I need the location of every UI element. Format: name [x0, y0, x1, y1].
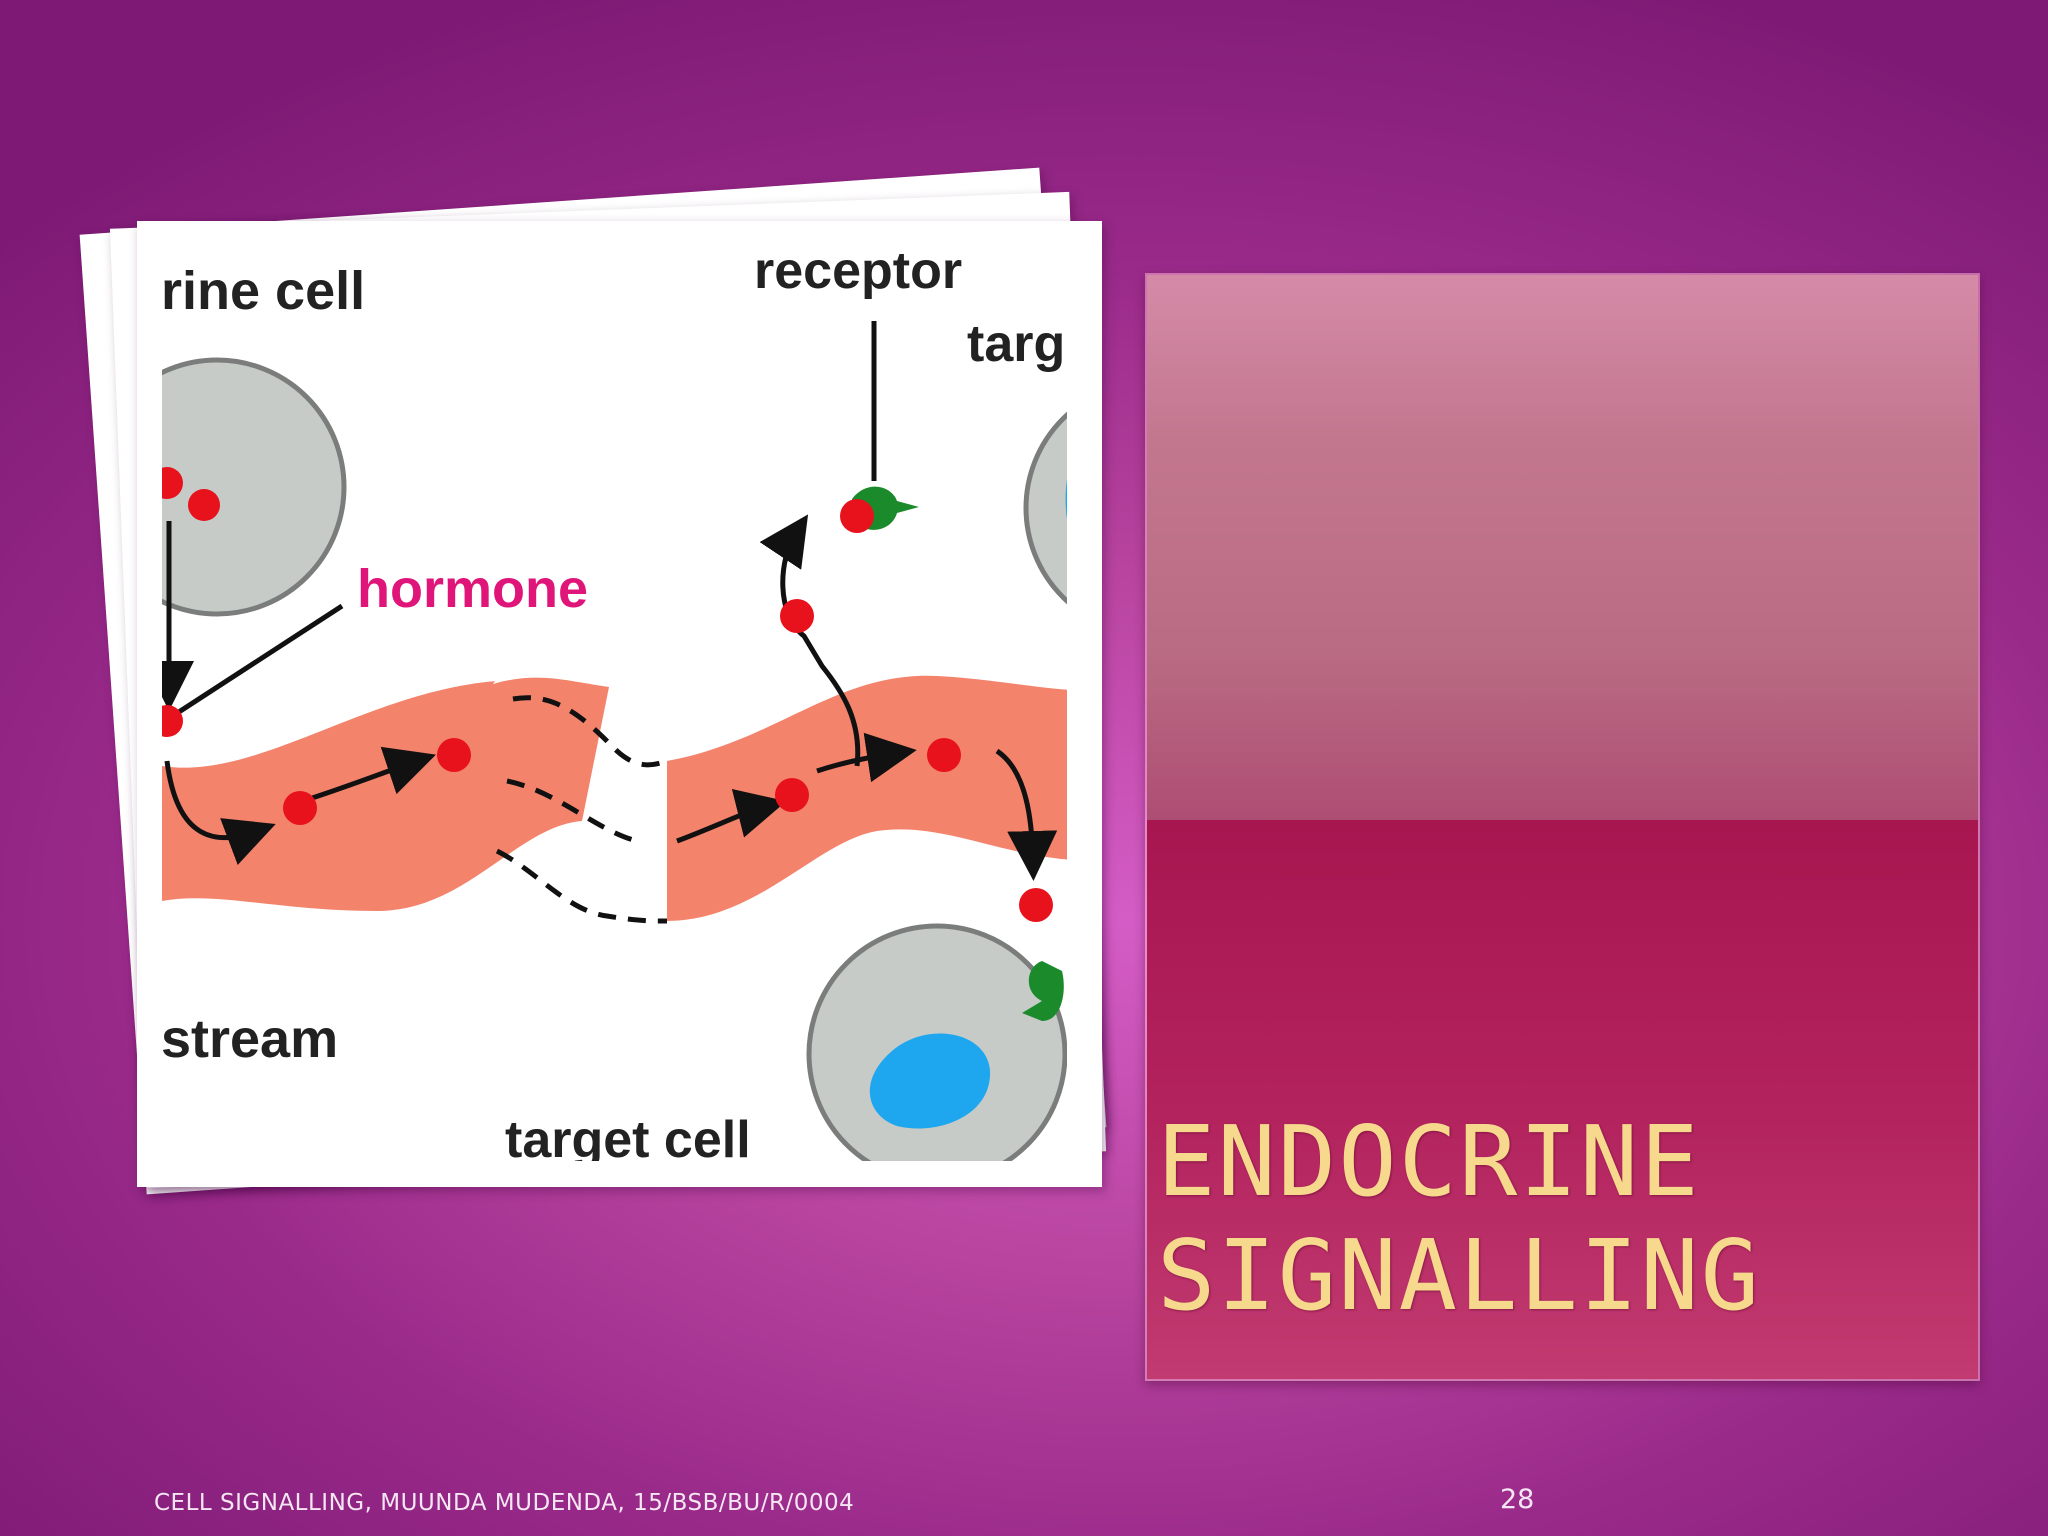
hormone-dot — [437, 738, 471, 772]
title-panel-top — [1147, 275, 1978, 820]
hormone-dot — [780, 599, 814, 633]
vessel-gap-upper — [512, 695, 668, 768]
endocrine-cell — [162, 357, 347, 617]
slide-title-line-1: ENDOCRINE — [1157, 1105, 1701, 1218]
footer-credit: CELL SIGNALLING, MUUNDA MUDENDA, 15/BSB/… — [154, 1490, 855, 1516]
flow-arrow-4 — [816, 732, 917, 783]
slide-title: ENDOCRINE SIGNALLING — [1157, 1105, 1761, 1333]
endocrine-diagram: rine cell receptor targ hormone stream t… — [161, 242, 1067, 1169]
exit-arrow-down — [995, 748, 1058, 881]
label-target-top: targ — [967, 315, 1065, 373]
label-hormone: hormone — [357, 559, 588, 619]
slide-page-number: 28 — [1500, 1484, 1535, 1515]
receptor-bottom — [1022, 961, 1064, 1021]
hormone-dot — [927, 738, 961, 772]
title-panel — [1145, 273, 1980, 1381]
hormone-dot — [283, 791, 317, 825]
title-panel-bottom — [1147, 820, 1978, 1379]
nucleus-top — [1065, 479, 1067, 519]
flow-arrow-1 — [164, 760, 276, 865]
hormone-dot — [162, 467, 183, 499]
label-receptor: receptor — [754, 242, 962, 300]
exit-arrow-up — [759, 514, 861, 767]
flow-arrow-3 — [676, 789, 787, 844]
label-target-cell: target cell — [505, 1111, 751, 1169]
vessel-gap-lower — [495, 848, 668, 924]
slide-title-line-2: SIGNALLING — [1157, 1219, 1761, 1332]
hormone-dot — [1019, 888, 1053, 922]
endocrine-diagram-image: rine cell receptor targ hormone stream t… — [137, 221, 1102, 1187]
target-cell-top — [1023, 411, 1067, 605]
label-bloodstream: stream — [161, 1009, 338, 1069]
hormone-dot — [840, 499, 874, 533]
blood-vessel-right — [667, 675, 1067, 921]
vessel-gap-mid — [506, 778, 638, 844]
label-source-cell: rine cell — [161, 261, 365, 321]
hormone-pointer-line — [163, 603, 344, 724]
hormone-dot — [188, 489, 220, 521]
nucleus-bottom — [869, 1033, 991, 1129]
hormone-dot — [775, 778, 809, 812]
hormone-dot — [162, 705, 183, 737]
